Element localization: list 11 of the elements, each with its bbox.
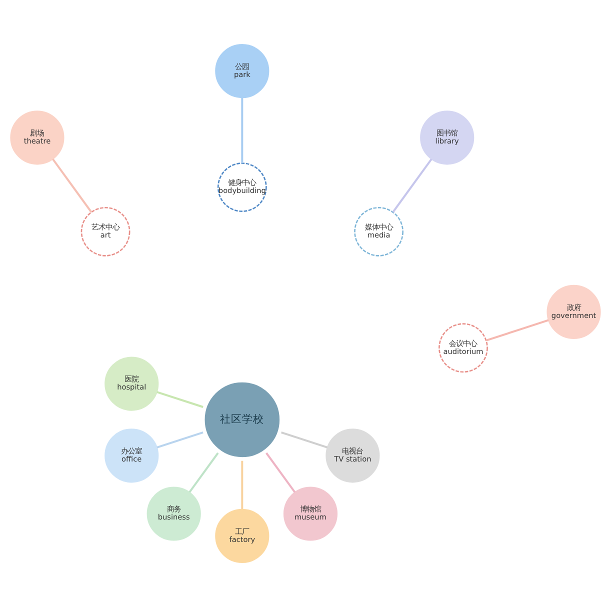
connector <box>241 98 244 164</box>
connector <box>486 319 549 342</box>
connector <box>392 158 432 213</box>
connector <box>280 431 328 448</box>
connector <box>188 452 219 493</box>
node-circle: 社区学校 <box>202 380 282 460</box>
connector <box>156 391 204 408</box>
connector <box>52 158 92 213</box>
connector <box>241 460 244 510</box>
connector <box>266 452 296 493</box>
connector <box>156 431 204 448</box>
